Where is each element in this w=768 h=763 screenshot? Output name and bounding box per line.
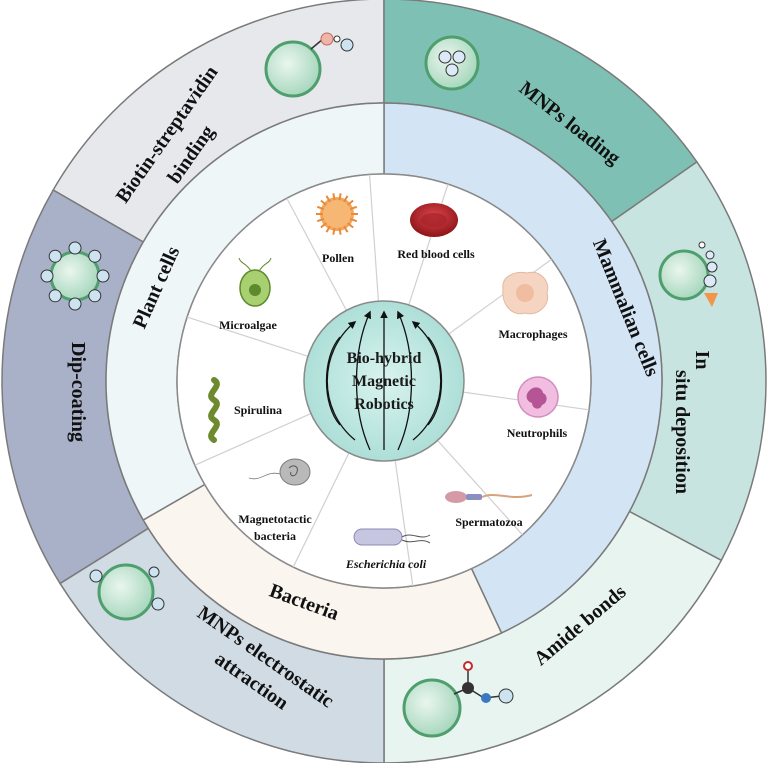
cell-ecoli-label: Escherichia coli — [345, 557, 427, 571]
cell-neutrophils-label: Neutrophils — [507, 426, 568, 440]
spirulina-icon — [208, 377, 220, 443]
amide-cell-icon — [402, 661, 514, 738]
spermatozoa-icon — [445, 491, 533, 503]
neutrophil-icon — [517, 376, 559, 418]
red-blood-cell-icon — [410, 203, 458, 237]
center-title-line1: Bio-hybrid — [347, 350, 422, 367]
electrostatic-cell-icon — [89, 563, 165, 621]
dip-coating-cell-icon — [40, 241, 110, 311]
cell-microalgae-label: Microalgae — [219, 318, 277, 332]
cell-pollen-label: Pollen — [322, 251, 354, 265]
method-insitu-label-1: In — [691, 351, 713, 370]
cell-rbc-label: Red blood cells — [397, 247, 475, 261]
inner-divider-line — [194, 412, 312, 466]
inner-divider-line — [394, 460, 414, 587]
mnps-loading-cell-icon — [424, 35, 480, 91]
cell-spirulina-label: Spirulina — [234, 403, 282, 417]
method-dip-label: Dip-coating — [67, 342, 89, 442]
ecoli-icon — [353, 528, 431, 546]
magnetic-field-lines-icon — [325, 310, 443, 451]
biotin-cell-icon — [264, 32, 354, 98]
in-situ-cell-icon — [658, 241, 718, 307]
inner-divider-line — [186, 316, 309, 357]
cell-macrophages-label: Macrophages — [498, 327, 567, 341]
center-title-line3: Robotics — [354, 396, 414, 413]
cell-spermatozoa-label: Spermatozoa — [455, 515, 522, 529]
inner-divider-line — [286, 197, 347, 311]
cell-magneto-label-1: Magnetotactic — [238, 512, 312, 526]
center-title-line2: Magnetic — [352, 373, 416, 390]
pollen-icon — [316, 193, 358, 235]
method-insitu-label-2: situ deposition — [671, 370, 693, 494]
inner-divider-line — [437, 440, 523, 536]
inner-divider-line — [292, 452, 350, 568]
cell-magneto-label-2: bacteria — [254, 529, 296, 543]
inner-divider-line — [368, 174, 380, 302]
magnetotactic-bacteria-icon — [248, 458, 311, 486]
macrophage-icon — [502, 271, 549, 315]
microalgae-icon — [238, 257, 272, 307]
